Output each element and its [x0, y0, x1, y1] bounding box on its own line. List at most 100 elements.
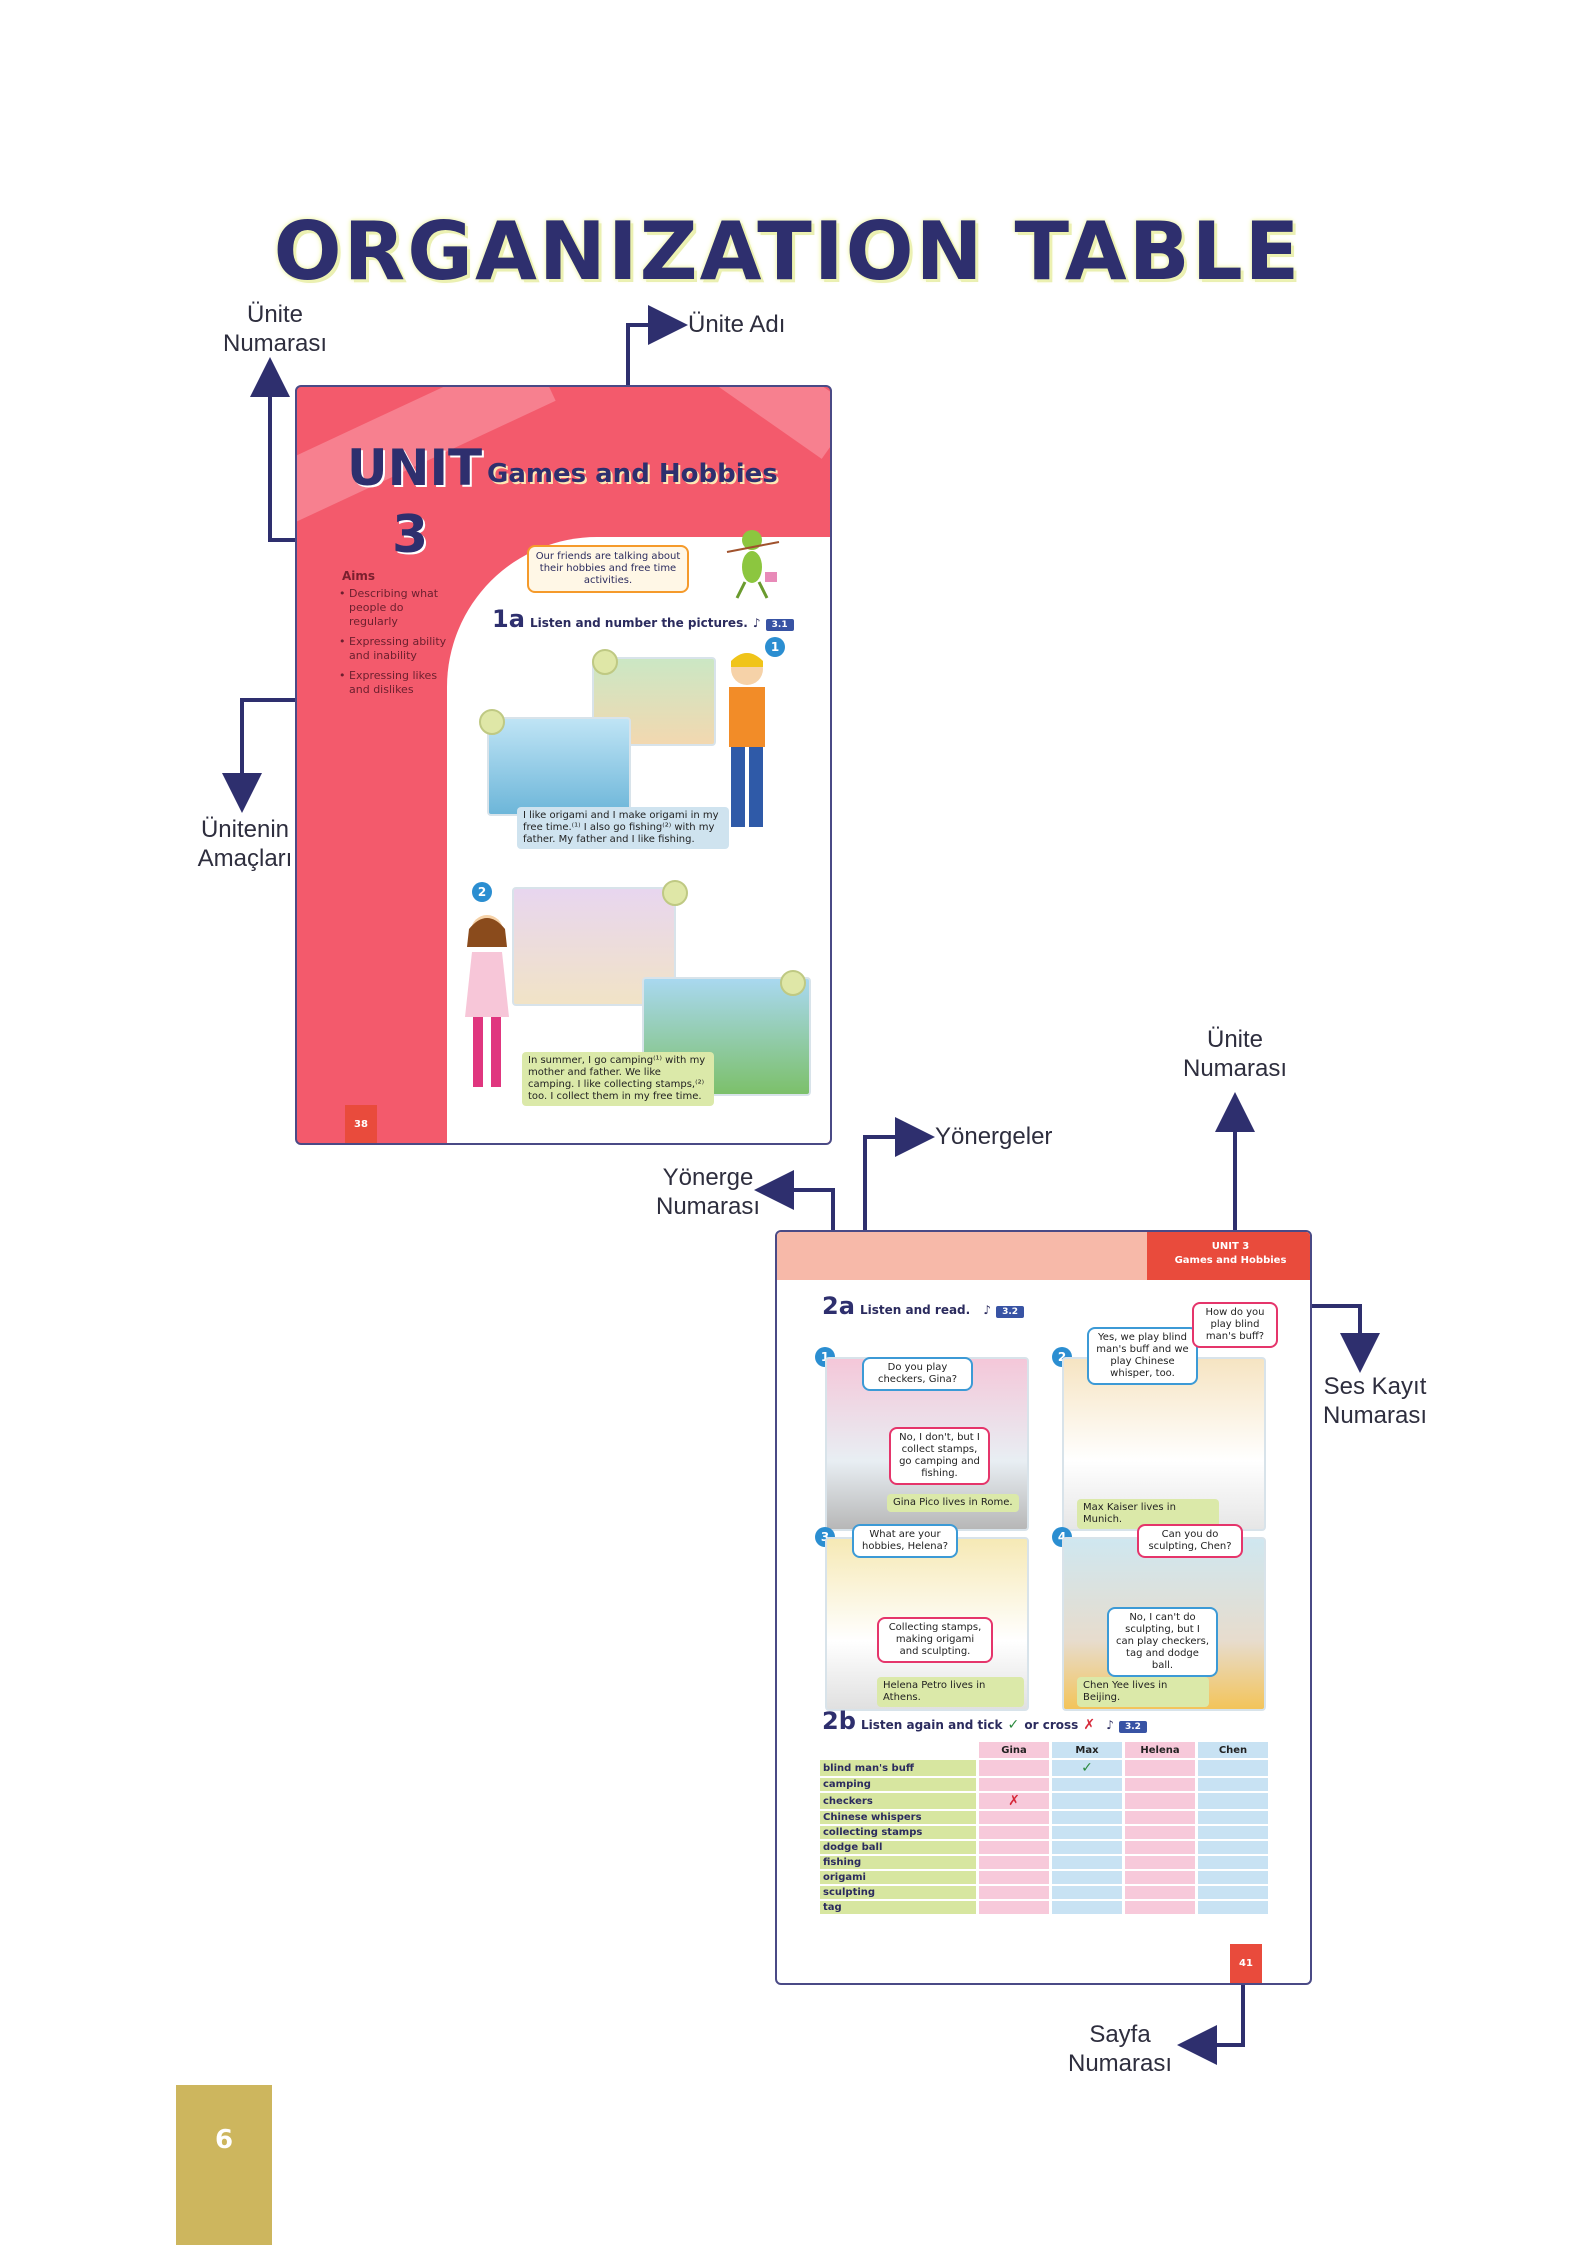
exercise-2a: 2a Listen and read. ♪ 3.2 — [822, 1292, 1025, 1320]
exercise-number: 2a — [822, 1292, 855, 1320]
answer-cell[interactable] — [1052, 1793, 1122, 1809]
row-label: tag — [820, 1901, 976, 1914]
answer-cell[interactable] — [1125, 1871, 1195, 1884]
answer-cell[interactable] — [979, 1826, 1049, 1839]
answer-cell[interactable] — [1198, 1871, 1268, 1884]
speech-bubble: No, I can't do sculpting, but I can play… — [1107, 1607, 1218, 1677]
unit-label-box: UNIT 3 Games and Hobbies — [1147, 1232, 1310, 1280]
table-row: blind man's buff ✓ — [820, 1760, 1268, 1776]
answer-cell[interactable] — [1125, 1841, 1195, 1854]
exercise-instruction-or: or cross — [1024, 1718, 1079, 1732]
answer-circle — [780, 970, 806, 996]
page-number: 41 — [1230, 1944, 1262, 1983]
callout-unit-name: Ünite Adı — [688, 311, 786, 338]
unit-number: 3 — [392, 505, 429, 565]
tick-icon: ✓ — [1007, 1717, 1020, 1733]
answer-cell[interactable] — [1052, 1856, 1122, 1869]
girl-illustration — [465, 915, 509, 1087]
table-row: checkers ✗ — [820, 1793, 1268, 1809]
answer-cell[interactable] — [1198, 1760, 1268, 1776]
answer-cell[interactable] — [979, 1760, 1049, 1776]
unit-word: UNIT — [347, 439, 483, 497]
answer-cell[interactable] — [979, 1856, 1049, 1869]
row-label: dodge ball — [820, 1841, 976, 1854]
row-label: camping — [820, 1778, 976, 1791]
exercise-instruction: Listen and number the pictures. — [530, 616, 748, 630]
exercise-instruction: Listen again and tick — [860, 1718, 1003, 1732]
callout-unit-number-top: Ünite Numarası — [222, 301, 328, 357]
table-row: tag — [820, 1901, 1268, 1914]
answer-cell[interactable] — [1125, 1811, 1195, 1824]
callout-audio-number: Ses Kayıt Numarası — [1322, 1373, 1428, 1429]
answer-circle — [479, 709, 505, 735]
answer-cell[interactable] — [979, 1871, 1049, 1884]
answer-cell[interactable] — [1198, 1901, 1268, 1914]
speech-bubble: Collecting stamps, making origami and sc… — [877, 1617, 993, 1663]
row-label: fishing — [820, 1856, 976, 1869]
cross-icon: ✗ — [1083, 1717, 1096, 1733]
scene-caption: Helena Petro lives in Athens. — [877, 1677, 1024, 1707]
exercise-number: 2b — [822, 1707, 856, 1735]
answer-cell[interactable] — [1125, 1793, 1195, 1809]
footer-page-number: 6 — [176, 2085, 272, 2245]
speech-bubble: What are your hobbies, Helena? — [852, 1524, 958, 1558]
answer-cell[interactable] — [1198, 1793, 1268, 1809]
answer-cell[interactable] — [1125, 1886, 1195, 1899]
speech-bubble: Do you play checkers, Gina? — [862, 1357, 973, 1391]
answer-cell[interactable] — [1125, 1826, 1195, 1839]
answer-cell[interactable] — [1125, 1760, 1195, 1776]
answer-cell[interactable] — [1052, 1778, 1122, 1791]
answer-cell[interactable] — [1052, 1886, 1122, 1899]
answer-cell[interactable]: ✗ — [979, 1793, 1049, 1809]
audio-track-number: 3.1 — [765, 619, 794, 631]
callout-instructions: Yönergeler — [935, 1123, 1053, 1150]
answer-cell[interactable] — [979, 1778, 1049, 1791]
answer-cell[interactable] — [1198, 1856, 1268, 1869]
picture-number: 2 — [472, 882, 492, 902]
answer-cell[interactable] — [979, 1841, 1049, 1854]
aims-list: Describing what people do regularly Expr… — [339, 587, 449, 703]
table-header: Chen — [1198, 1742, 1268, 1758]
scene-caption: Gina Pico lives in Rome. — [887, 1494, 1019, 1512]
answer-cell[interactable] — [1198, 1886, 1268, 1899]
answer-circle — [592, 649, 618, 675]
row-label: sculpting — [820, 1886, 976, 1899]
grasshopper-icon — [726, 530, 780, 599]
answer-cell[interactable] — [1125, 1778, 1195, 1791]
exercise-instruction: Listen and read. — [860, 1303, 971, 1317]
sample-page-exercises: UNIT 3 Games and Hobbies 2a Listen and r… — [775, 1230, 1312, 1985]
answer-cell[interactable] — [979, 1901, 1049, 1914]
answer-cell[interactable] — [1125, 1901, 1195, 1914]
table-corner — [820, 1742, 976, 1758]
answer-cell[interactable] — [1052, 1901, 1122, 1914]
answer-cell[interactable]: ✓ — [1052, 1760, 1122, 1776]
sample-page-unit-opener: UNIT Games and Hobbies 3 Aims Describing… — [295, 385, 832, 1145]
speech-bubble: Yes, we play blind man's buff and we pla… — [1087, 1327, 1198, 1385]
tick-table: Gina Max Helena Chen blind man's buff ✓ … — [817, 1740, 1271, 1916]
answer-cell[interactable] — [1052, 1811, 1122, 1824]
answer-cell[interactable] — [979, 1811, 1049, 1824]
answer-cell[interactable] — [1052, 1826, 1122, 1839]
answer-cell[interactable] — [1052, 1841, 1122, 1854]
callout-unit-aims: Ünitenin Amaçları — [197, 816, 293, 872]
answer-cell[interactable] — [1198, 1811, 1268, 1824]
callout-page-number: Sayfa Numarası — [1067, 2021, 1173, 2077]
picture-caption: In summer, I go camping⁽¹⁾ with my mothe… — [522, 1052, 714, 1106]
aim-item: Describing what people do regularly — [339, 587, 449, 629]
answer-cell[interactable] — [1198, 1778, 1268, 1791]
intro-speech-bubble: Our friends are talking about their hobb… — [527, 545, 689, 593]
audio-track-number: 3.2 — [996, 1306, 1025, 1318]
row-label: origami — [820, 1871, 976, 1884]
aim-item: Expressing likes and dislikes — [339, 669, 449, 697]
music-note-icon: ♪ — [1106, 1718, 1114, 1732]
answer-circle — [662, 880, 688, 906]
answer-cell[interactable] — [1198, 1826, 1268, 1839]
unit-name: Games and Hobbies — [487, 459, 778, 489]
answer-cell[interactable] — [1052, 1871, 1122, 1884]
picture-fishing — [487, 717, 631, 816]
speech-bubble: Can you do sculpting, Chen? — [1137, 1524, 1243, 1558]
answer-cell[interactable] — [1125, 1856, 1195, 1869]
answer-cell[interactable] — [1198, 1841, 1268, 1854]
table-row: fishing — [820, 1856, 1268, 1869]
answer-cell[interactable] — [979, 1886, 1049, 1899]
